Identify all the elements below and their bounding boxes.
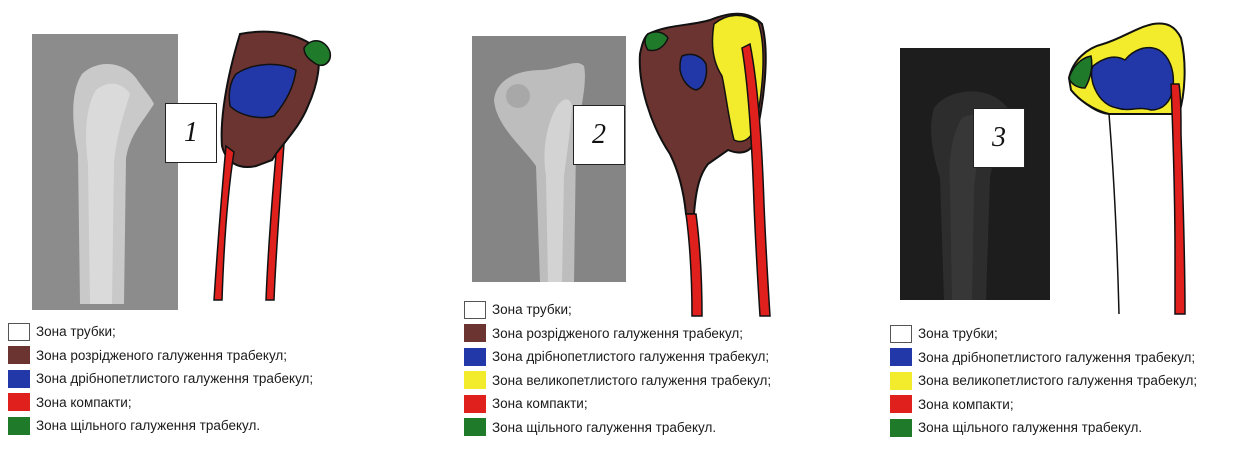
legend-swatch [8,346,30,364]
legend-item: Зона дрібнопетлистого галуження трабекул… [8,367,313,391]
xray-image-3 [900,48,1050,300]
legend-label: Зона щільного галуження трабекул. [918,420,1142,435]
legend-item: Зона розрідженого галуження трабекул; [8,344,313,368]
legend-label: Зона розрідженого галуження трабекул; [492,326,743,341]
legend-label: Зона трубки; [36,324,116,339]
legend-label: Зона розрідженого галуження трабекул; [36,348,287,363]
legend-label: Зона дрібнопетлистого галуження трабекул… [492,349,769,364]
legend-swatch [890,348,912,366]
legend-label: Зона дрібнопетлистого галуження трабекул… [918,350,1195,365]
panel-1: 1 Зона трубки; Зона розрідженого галужен… [0,0,420,464]
panel-number-2: 2 [573,105,625,165]
legend-label: Зона трубки; [492,302,572,317]
legend-swatch [890,372,912,390]
legend-swatch [464,324,486,342]
legend-item: Зона великопетлистого галуження трабекул… [890,369,1197,393]
legend-swatch [464,371,486,389]
legend-item: Зона дрібнопетлистого галуження трабекул… [464,345,771,369]
xray-image-1 [32,34,178,310]
legend-item: Зона розрідженого галуження трабекул; [464,322,771,346]
legend-item: Зона трубки; [8,320,313,344]
legend-label: Зона щільного галуження трабекул. [492,420,716,435]
legend-swatch [8,417,30,435]
legend-swatch [8,323,30,341]
legend-item: Зона щільного галуження трабекул. [464,416,771,440]
legend-label: Зона трубки; [918,326,998,341]
legend-swatch [8,393,30,411]
legend-swatch [890,395,912,413]
legend-1: Зона трубки; Зона розрідженого галуження… [8,320,313,438]
bone-diagram-2 [630,4,780,316]
legend-label: Зона щільного галуження трабекул. [36,418,260,433]
legend-swatch [890,419,912,437]
legend-item: Зона щільного галуження трабекул. [890,416,1197,440]
legend-swatch [8,370,30,388]
panel-number-3: 3 [973,108,1025,168]
legend-item: Зона трубки; [464,298,771,322]
legend-swatch [464,395,486,413]
bone-diagram-3 [1063,14,1195,314]
legend-label: Зона компакти; [918,397,1014,412]
legend-label: Зона дрібнопетлистого галуження трабекул… [36,371,313,386]
panel-2: 2 Зона трубки; Зона розрідженого галужен… [420,0,840,464]
legend-label: Зона великопетлистого галуження трабекул… [492,373,771,388]
legend-swatch [464,418,486,436]
legend-item: Зона компакти; [890,393,1197,417]
legend-swatch [464,348,486,366]
legend-label: Зона компакти; [36,395,132,410]
legend-swatch [890,325,912,343]
legend-item: Зона компакти; [8,391,313,415]
panel-3: 3 Зона трубки; Зона дрібнопетлистого гал… [860,0,1242,464]
legend-item: Зона компакти; [464,392,771,416]
legend-item: Зона великопетлистого галуження трабекул… [464,369,771,393]
legend-swatch [464,301,486,319]
legend-label: Зона великопетлистого галуження трабекул… [918,373,1197,388]
legend-item: Зона дрібнопетлистого галуження трабекул… [890,346,1197,370]
legend-2: Зона трубки; Зона розрідженого галуження… [464,298,771,439]
legend-3: Зона трубки; Зона дрібнопетлистого галуж… [890,322,1197,440]
legend-label: Зона компакти; [492,396,588,411]
legend-item: Зона трубки; [890,322,1197,346]
legend-item: Зона щільного галуження трабекул. [8,414,313,438]
bone-diagram-1 [200,20,340,302]
